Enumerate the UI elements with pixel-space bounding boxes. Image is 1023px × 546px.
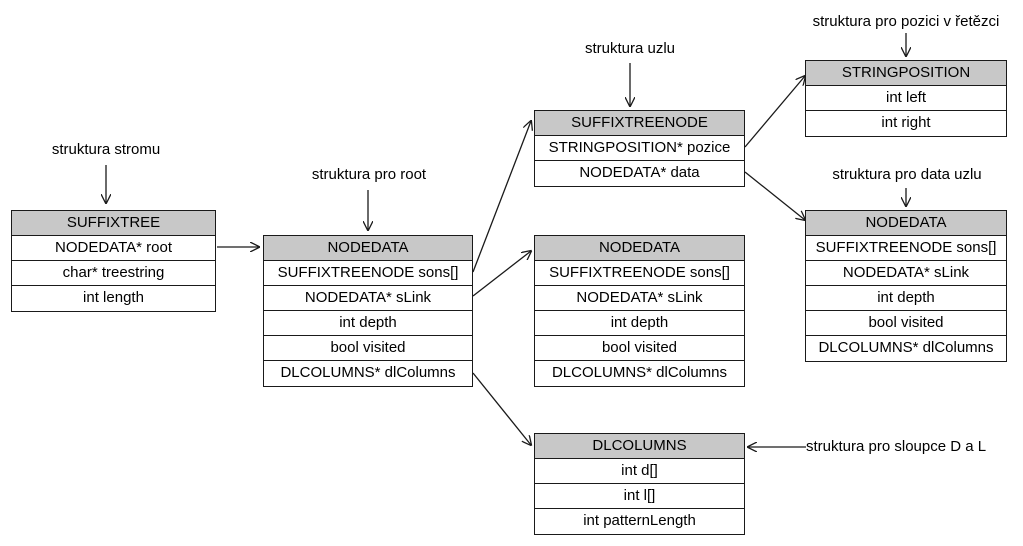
field-slink: NODEDATA* sLink — [535, 286, 744, 311]
suffixtree-box: SUFFIXTREE NODEDATA* root char* treestri… — [11, 210, 216, 312]
field-sons: SUFFIXTREENODE sons[] — [264, 261, 472, 286]
field-root: NODEDATA* root — [12, 236, 215, 261]
dlcolumns-box: DLCOLUMNS int d[] int l[] int patternLen… — [534, 433, 745, 535]
label-struktura-pro-pozici: struktura pro pozici v řetězci — [812, 13, 1000, 30]
field-left: int left — [806, 86, 1006, 111]
field-depth: int depth — [264, 311, 472, 336]
field-dlcolumns: DLCOLUMNS* dlColumns — [818, 339, 994, 356]
nodedata-right-title: NODEDATA — [806, 211, 1006, 236]
field-patternlength: int patternLength — [583, 512, 696, 529]
arrow-pozice-to-stringposition — [744, 76, 805, 148]
field-l: int l[] — [535, 484, 744, 509]
field-d: int d[] — [535, 459, 744, 484]
nodedata-mid-box: NODEDATA SUFFIXTREENODE sons[] NODEDATA*… — [534, 235, 745, 387]
label-struktura-pro-data-uzlu: struktura pro data uzlu — [832, 166, 982, 183]
field-sons: SUFFIXTREENODE sons[] — [806, 236, 1006, 261]
field-data: NODEDATA* data — [579, 164, 700, 181]
field-depth: int depth — [806, 286, 1006, 311]
arrow-data-to-nodedata — [744, 171, 805, 220]
dlcolumns-title: DLCOLUMNS — [535, 434, 744, 459]
stringposition-title: STRINGPOSITION — [806, 61, 1006, 86]
label-struktura-stromu: struktura stromu — [51, 141, 161, 158]
label-struktura-pro-root: struktura pro root — [311, 166, 427, 183]
field-depth: int depth — [535, 311, 744, 336]
field-sons: SUFFIXTREENODE sons[] — [535, 261, 744, 286]
arrow-dlcolumns-to-dlcolumns — [472, 372, 531, 445]
nodedata-right-box: NODEDATA SUFFIXTREENODE sons[] NODEDATA*… — [805, 210, 1007, 362]
field-treestring: char* treestring — [12, 261, 215, 286]
field-visited: bool visited — [806, 311, 1006, 336]
arrow-sons-to-suffixtreenode — [472, 121, 531, 273]
stringposition-box: STRINGPOSITION int left int right — [805, 60, 1007, 137]
field-pozice: STRINGPOSITION* pozice — [535, 136, 744, 161]
nodedata-root-box: NODEDATA SUFFIXTREENODE sons[] NODEDATA*… — [263, 235, 473, 387]
label-struktura-uzlu: struktura uzlu — [584, 40, 676, 57]
field-visited: bool visited — [264, 336, 472, 361]
field-slink: NODEDATA* sLink — [806, 261, 1006, 286]
field-length: int length — [83, 289, 144, 306]
nodedata-mid-title: NODEDATA — [535, 236, 744, 261]
suffixtree-title: SUFFIXTREE — [12, 211, 215, 236]
field-dlcolumns: DLCOLUMNS* dlColumns — [551, 364, 728, 381]
field-slink: NODEDATA* sLink — [264, 286, 472, 311]
suffixtreenode-box: SUFFIXTREENODE STRINGPOSITION* pozice NO… — [534, 110, 745, 187]
suffixtreenode-title: SUFFIXTREENODE — [535, 111, 744, 136]
label-struktura-pro-sloupce: struktura pro sloupce D a L — [806, 438, 987, 455]
field-dlcolumns: DLCOLUMNS* dlColumns — [280, 364, 456, 381]
field-right: int right — [881, 114, 931, 131]
nodedata-root-title: NODEDATA — [264, 236, 472, 261]
field-visited: bool visited — [535, 336, 744, 361]
arrow-slink-to-nodedata — [472, 251, 531, 297]
